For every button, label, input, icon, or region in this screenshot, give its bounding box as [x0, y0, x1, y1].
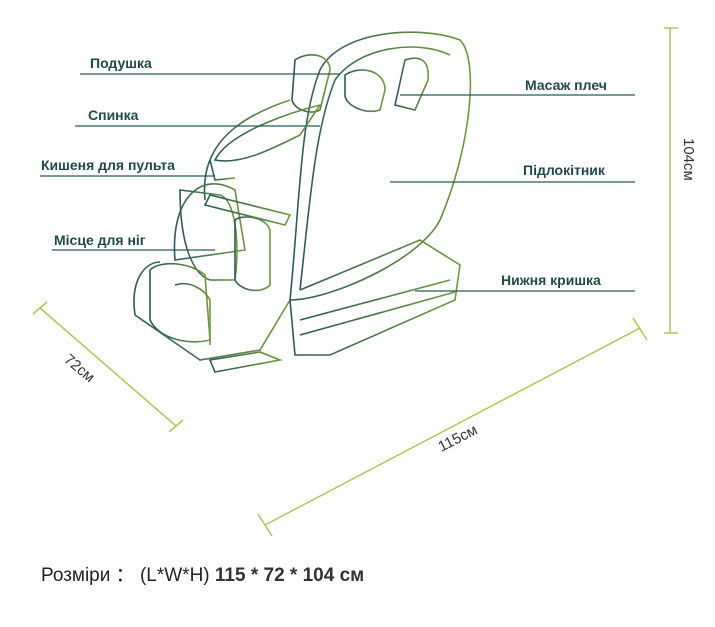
dimensions-summary: Розміри ： (L*W*H) 115 * 72 * 104 см — [41, 560, 364, 587]
summary-prefix: Розміри — [41, 565, 111, 586]
dimension-lines — [32, 27, 678, 537]
label-shoulder-massage: Масаж плеч — [525, 77, 607, 93]
summary-separator: ： — [115, 565, 135, 586]
height-dimension: 104см — [680, 138, 697, 181]
label-armrest: Підлокітник — [523, 162, 605, 178]
label-back: Спинка — [88, 107, 139, 123]
label-remote-pocket: Кишеня для пульта — [41, 157, 175, 173]
chair-outline — [133, 31, 472, 373]
leader-lines — [40, 73, 635, 292]
label-pillow: Подушка — [90, 55, 152, 71]
label-leg-area: Місце для ніг — [54, 232, 146, 248]
summary-values: 115 * 72 * 104 см — [214, 565, 365, 586]
label-bottom-cover: Нижня кришка — [501, 272, 601, 288]
summary-format: (L*W*H) — [139, 565, 210, 586]
